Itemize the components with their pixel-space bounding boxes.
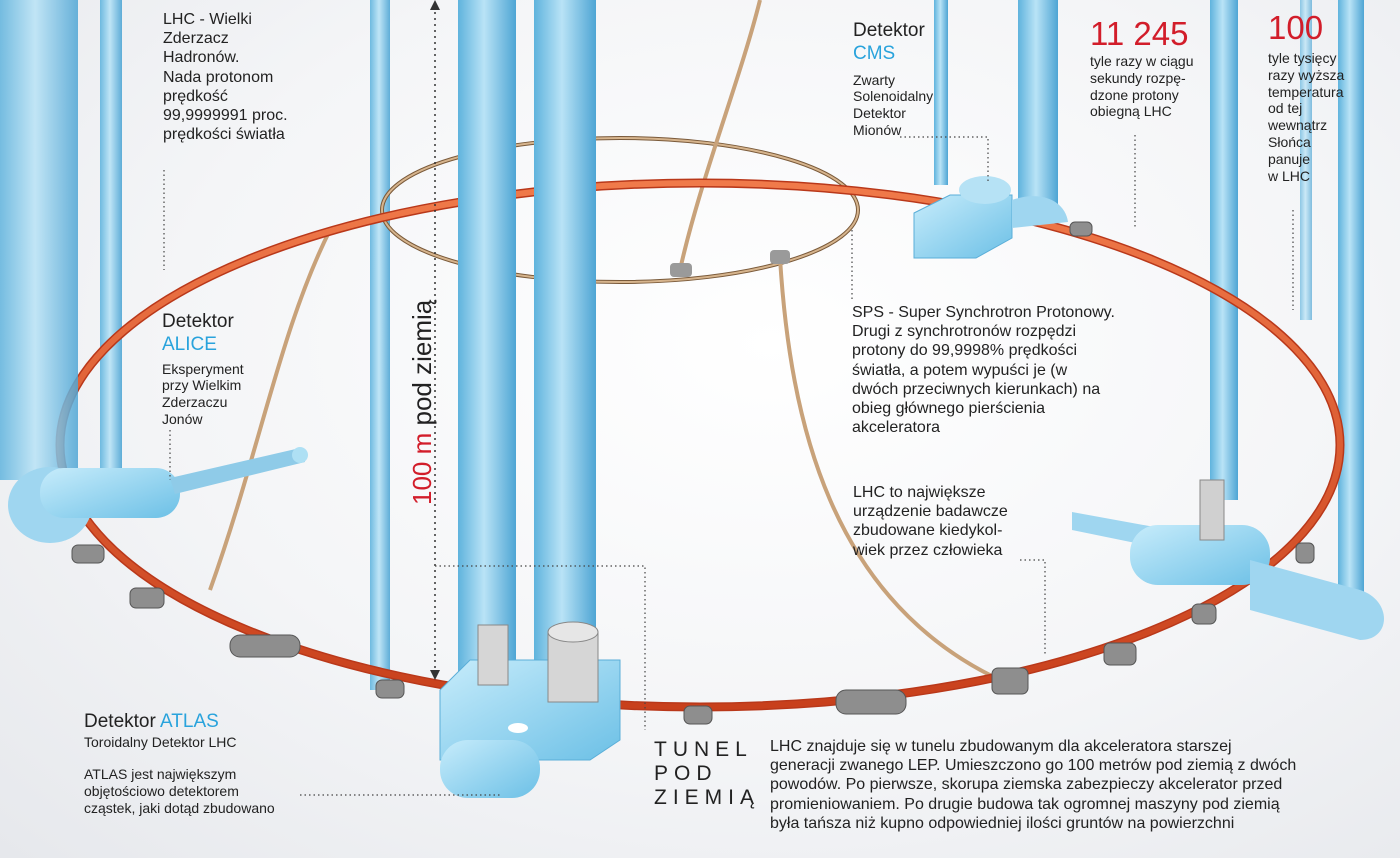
vertical-shafts-back [100, 0, 1364, 690]
stat-revolutions-description: tyle razy w ciągu sekundy rozpę- dzone p… [1090, 53, 1194, 120]
cms-detector [913, 176, 1068, 259]
tunnel-label: TUNEL POD ZIEMIĄ [654, 738, 761, 810]
depth-value: 100 m [407, 432, 437, 505]
alice-description: Eksperyment przy Wielkim Zderzaczu Jonów [162, 360, 244, 427]
leader-lines [163, 135, 1294, 796]
right-detector [1072, 479, 1384, 640]
alice-caption: Detektor ALICE Eksperyment przy Wielkim … [162, 311, 244, 428]
footer-description: LHC znajduje się w tunelu zbudowanym dla… [770, 738, 1297, 832]
stat-revolutions: 11 245 tyle razy w ciągu sekundy rozpę- … [1090, 17, 1193, 120]
alice-acronym: ALICE [162, 333, 217, 355]
stat-revolutions-value: 11 245 [1090, 15, 1189, 52]
sps-ring [208, 0, 1001, 682]
cms-acronym: CMS [853, 42, 896, 64]
stat-temperature-description: tyle tysięcy razy wyższa temperatura od … [1268, 50, 1345, 184]
atlas-acronym: ATLAS [160, 711, 219, 732]
cms-label: Detektor [853, 20, 925, 41]
cms-caption: Detektor CMS Zwarty Solenoidalny Detekto… [853, 20, 933, 139]
atlas-label: Detektor [84, 711, 156, 732]
lhc-title: LHC - Wielki Zderzacz Hadronów. Nada pro… [163, 11, 288, 144]
depth-arrow [430, 0, 440, 680]
sps-description: SPS - Super Synchrotron Protonowy. Drugi… [852, 304, 1115, 437]
atlas-detector [439, 0, 621, 798]
depth-label: 100 m pod ziemią [407, 300, 438, 505]
alice-detector [0, 0, 308, 543]
atlas-subtitle: Toroidalny Detektor LHC [84, 733, 237, 750]
alice-label: Detektor [162, 311, 234, 332]
cms-description: Zwarty Solenoidalny Detektor Mionów [853, 71, 934, 138]
stat-temperature: 100 tyle tysięcy razy wyższa temperatura… [1268, 11, 1344, 184]
atlas-caption: Detektor ATLAS Toroidalny Detektor LHC [84, 711, 237, 751]
depth-text: pod ziemią [407, 299, 437, 426]
atlas-description: ATLAS jest największym objętościowo dete… [84, 766, 275, 816]
stat-temperature-value: 100 [1268, 9, 1324, 46]
lhc-largest-description: LHC to największe urządzenie badawcze zb… [853, 484, 1008, 559]
